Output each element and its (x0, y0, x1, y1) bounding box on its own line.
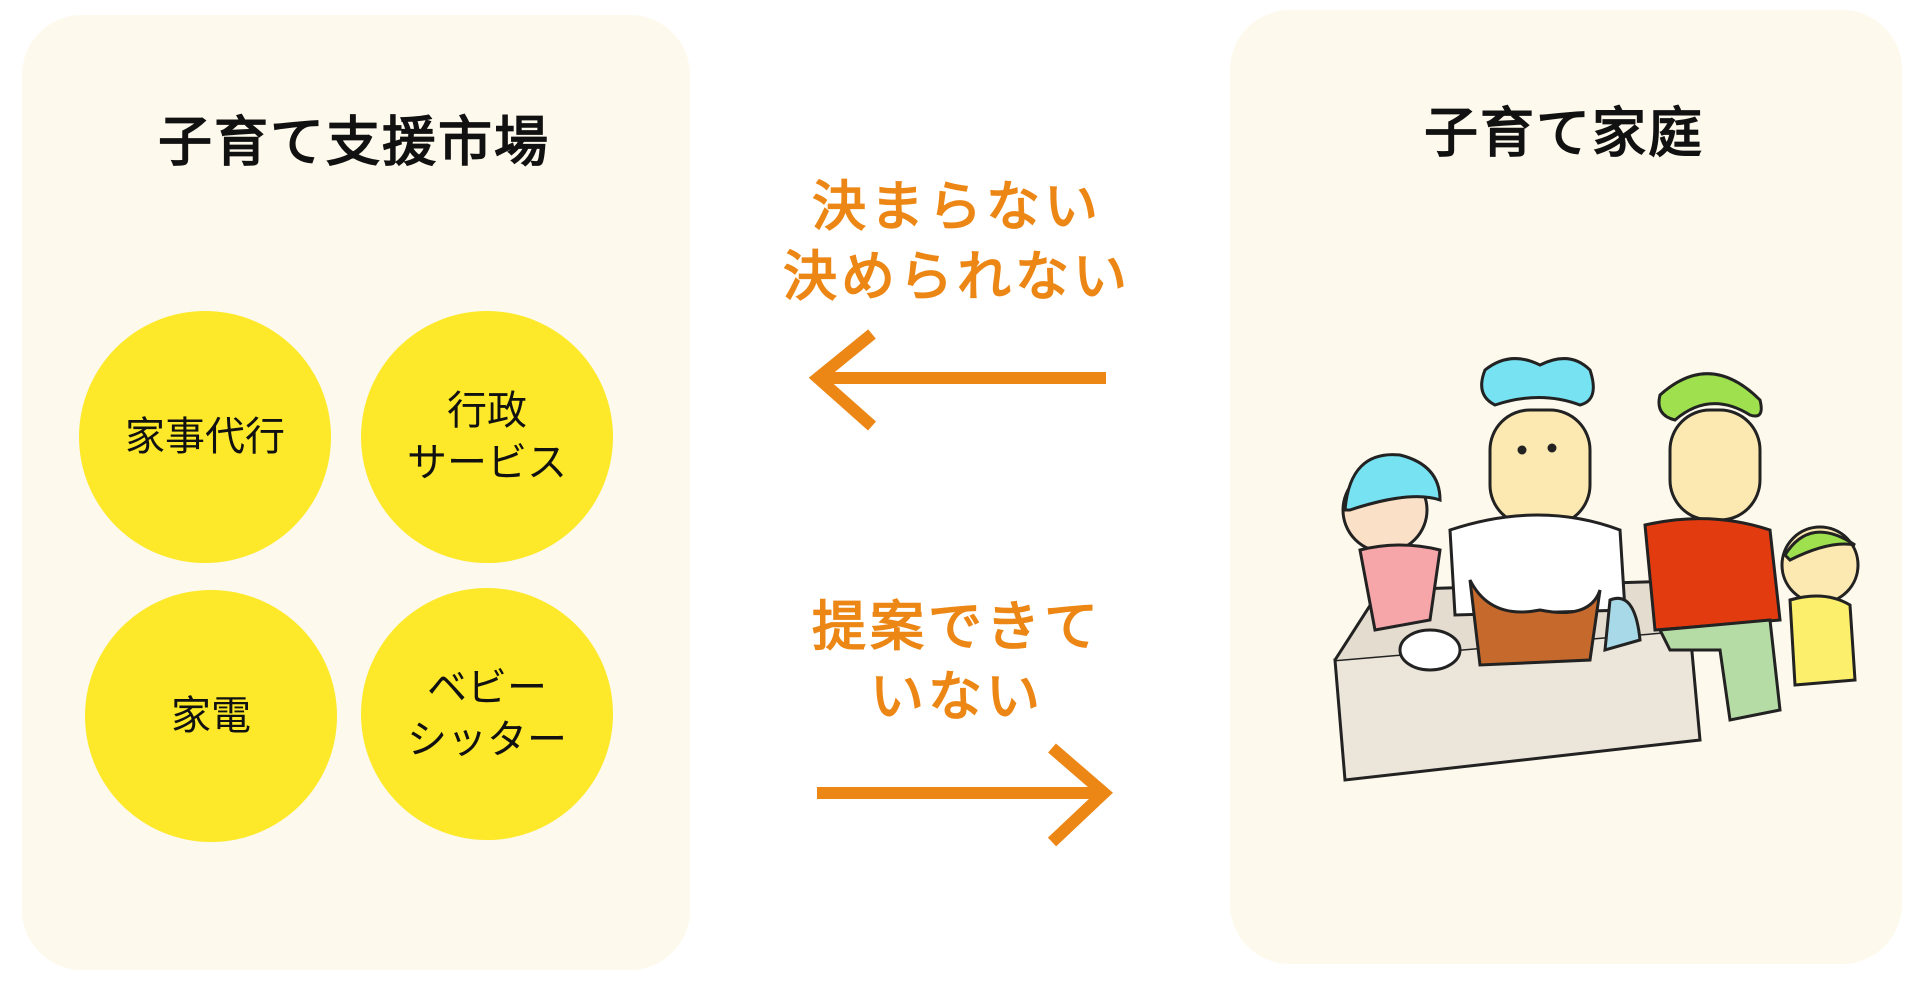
market-title: 子育て支援市場 (158, 110, 550, 174)
label-line: いない (870, 665, 1044, 728)
market-item-babysitter: ベビーシッター (361, 588, 613, 840)
label-line: 決まらない (812, 174, 1102, 238)
undecided-label: 決まらない 決められない (783, 172, 1131, 312)
label-line: 決められない (783, 245, 1131, 308)
item-label: ベビー (427, 665, 547, 711)
family-bath-illustration (1333, 357, 1860, 782)
market-item-housekeeping: 家事代行 (79, 311, 331, 563)
item-label: 家電 (171, 693, 251, 739)
family-title: 子育て家庭 (1424, 101, 1704, 165)
market-item-appliances: 家電 (85, 590, 337, 842)
item-label: シッター (407, 717, 567, 763)
market-item-government-services: 行政サービス (361, 311, 613, 563)
item-label: 家事代行 (125, 414, 285, 460)
label-line: 提案できて (812, 594, 1102, 658)
item-label: 行政 (447, 388, 527, 434)
not-proposed-label: 提案できて いない (812, 592, 1102, 732)
item-label: サービス (407, 440, 567, 486)
